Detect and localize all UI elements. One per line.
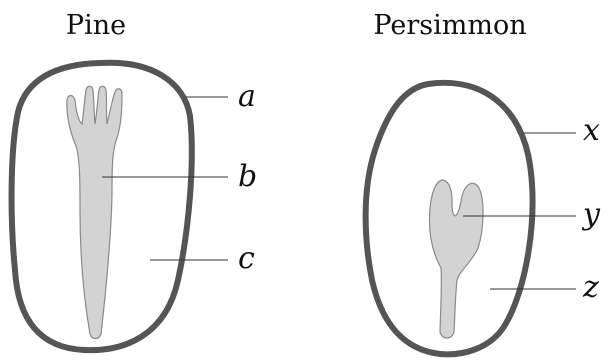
pine-label-c: c	[238, 241, 255, 276]
persimmon-title: Persimmon	[373, 10, 526, 41]
persimmon-embryo	[428, 179, 484, 339]
persimmon-label-x: x	[583, 113, 600, 148]
pine-seed-figure: Pine a b c	[8, 10, 257, 354]
persimmon-seed-figure: Persimmon x y z	[362, 10, 601, 358]
pine-title: Pine	[66, 10, 126, 41]
persimmon-label-z: z	[582, 270, 599, 305]
pine-embryo	[66, 85, 123, 340]
pine-label-b: b	[238, 159, 257, 194]
persimmon-label-y: y	[581, 197, 601, 232]
pine-label-a: a	[238, 79, 256, 114]
